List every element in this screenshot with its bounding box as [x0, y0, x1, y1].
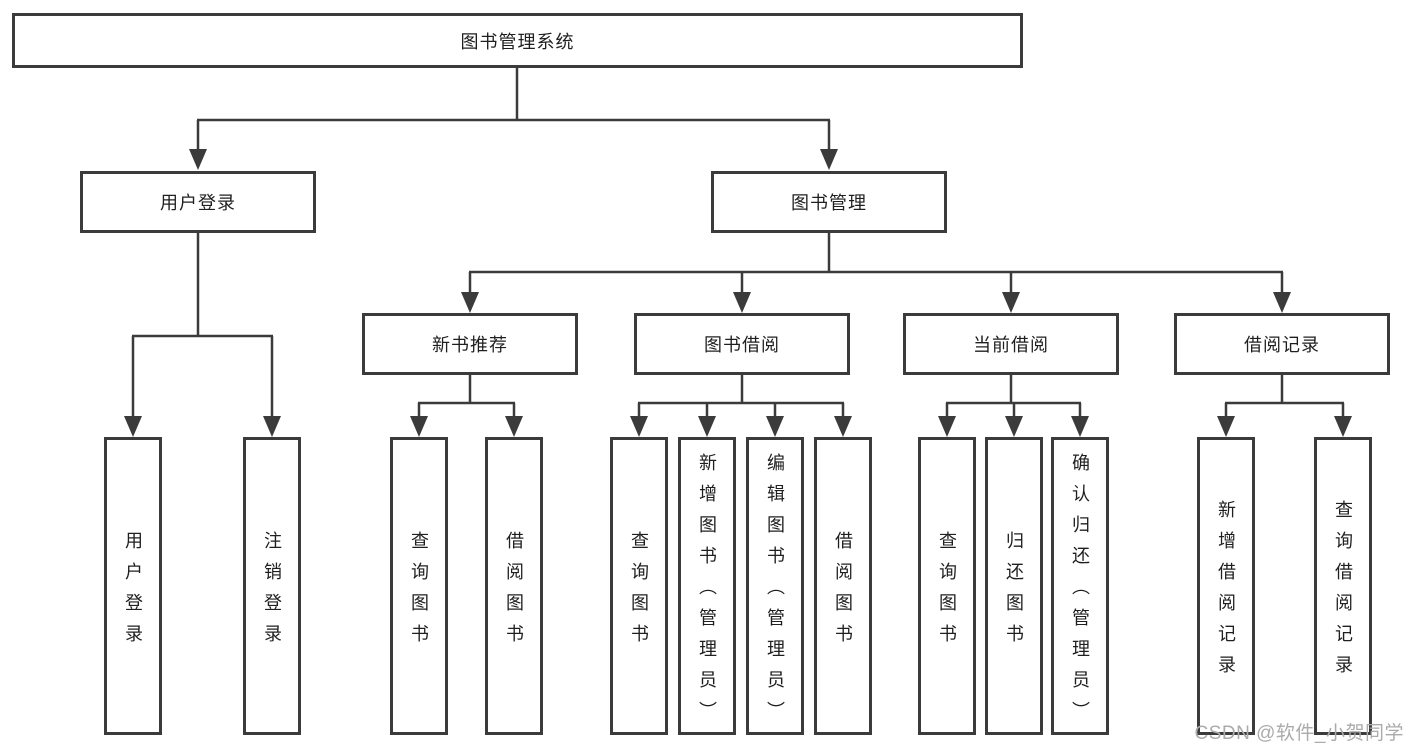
leaf-user-login: 用户登录: [104, 437, 162, 735]
leaf-query-books-current-label: 查询图书: [937, 530, 957, 655]
leaf-query-books-recommend: 查询图书: [390, 437, 448, 735]
leaf-add-borrow-record: 新增借阅记录: [1197, 437, 1255, 735]
leaf-query-books-borrowing: 查询图书: [610, 437, 668, 735]
node-borrowing-records-label: 借阅记录: [1244, 335, 1320, 355]
leaf-query-books-recommend-label: 查询图书: [409, 530, 429, 655]
node-user-login: 用户登录: [80, 171, 316, 233]
leaf-return-books: 归还图书: [985, 437, 1043, 735]
leaf-borrow-books-recommend-label: 借阅图书: [504, 530, 524, 655]
node-borrowing-records: 借阅记录: [1174, 313, 1390, 375]
leaf-query-books-current: 查询图书: [918, 437, 976, 735]
leaf-borrow-books-recommend: 借阅图书: [485, 437, 543, 735]
leaf-logout-label: 注销登录: [262, 530, 282, 655]
leaf-edit-books-admin-label: 编辑图书（管理员）: [765, 453, 785, 732]
node-new-book-recommendation-label: 新书推荐: [432, 335, 508, 355]
leaf-return-books-label: 归还图书: [1004, 530, 1024, 655]
leaf-borrow-books-borrowing: 借阅图书: [814, 437, 872, 735]
leaf-user-login-label: 用户登录: [123, 530, 143, 655]
node-book-management-label: 图书管理: [791, 193, 867, 213]
leaf-add-books-admin: 新增图书（管理员）: [678, 437, 736, 735]
node-book-borrowing: 图书借阅: [634, 313, 850, 375]
leaf-query-borrow-record: 查询借阅记录: [1314, 437, 1372, 735]
leaf-query-books-borrowing-label: 查询图书: [629, 530, 649, 655]
node-library-management-system-label: 图书管理系统: [460, 31, 575, 52]
node-current-borrowing-label: 当前借阅: [973, 335, 1049, 355]
node-user-login-label: 用户登录: [160, 193, 236, 213]
node-book-management: 图书管理: [711, 171, 947, 233]
leaf-add-borrow-record-label: 新增借阅记录: [1216, 499, 1236, 686]
csdn-watermark: CSDN @软件_小贺同学: [1194, 723, 1404, 744]
node-library-management-system: 图书管理系统: [12, 13, 1023, 68]
arrowheads: [124, 149, 1352, 437]
leaf-confirm-return-admin: 确认归还（管理员）: [1051, 437, 1109, 735]
node-current-borrowing: 当前借阅: [903, 313, 1119, 375]
leaf-logout: 注销登录: [243, 437, 301, 735]
leaf-edit-books-admin: 编辑图书（管理员）: [746, 437, 804, 735]
node-book-borrowing-label: 图书借阅: [704, 335, 780, 355]
connector-segments: [131, 68, 1345, 418]
leaf-borrow-books-borrowing-label: 借阅图书: [833, 530, 853, 655]
node-new-book-recommendation: 新书推荐: [362, 313, 578, 375]
leaf-add-books-admin-label: 新增图书（管理员）: [697, 453, 717, 732]
leaf-query-borrow-record-label: 查询借阅记录: [1333, 499, 1353, 686]
leaf-confirm-return-admin-label: 确认归还（管理员）: [1070, 453, 1090, 732]
